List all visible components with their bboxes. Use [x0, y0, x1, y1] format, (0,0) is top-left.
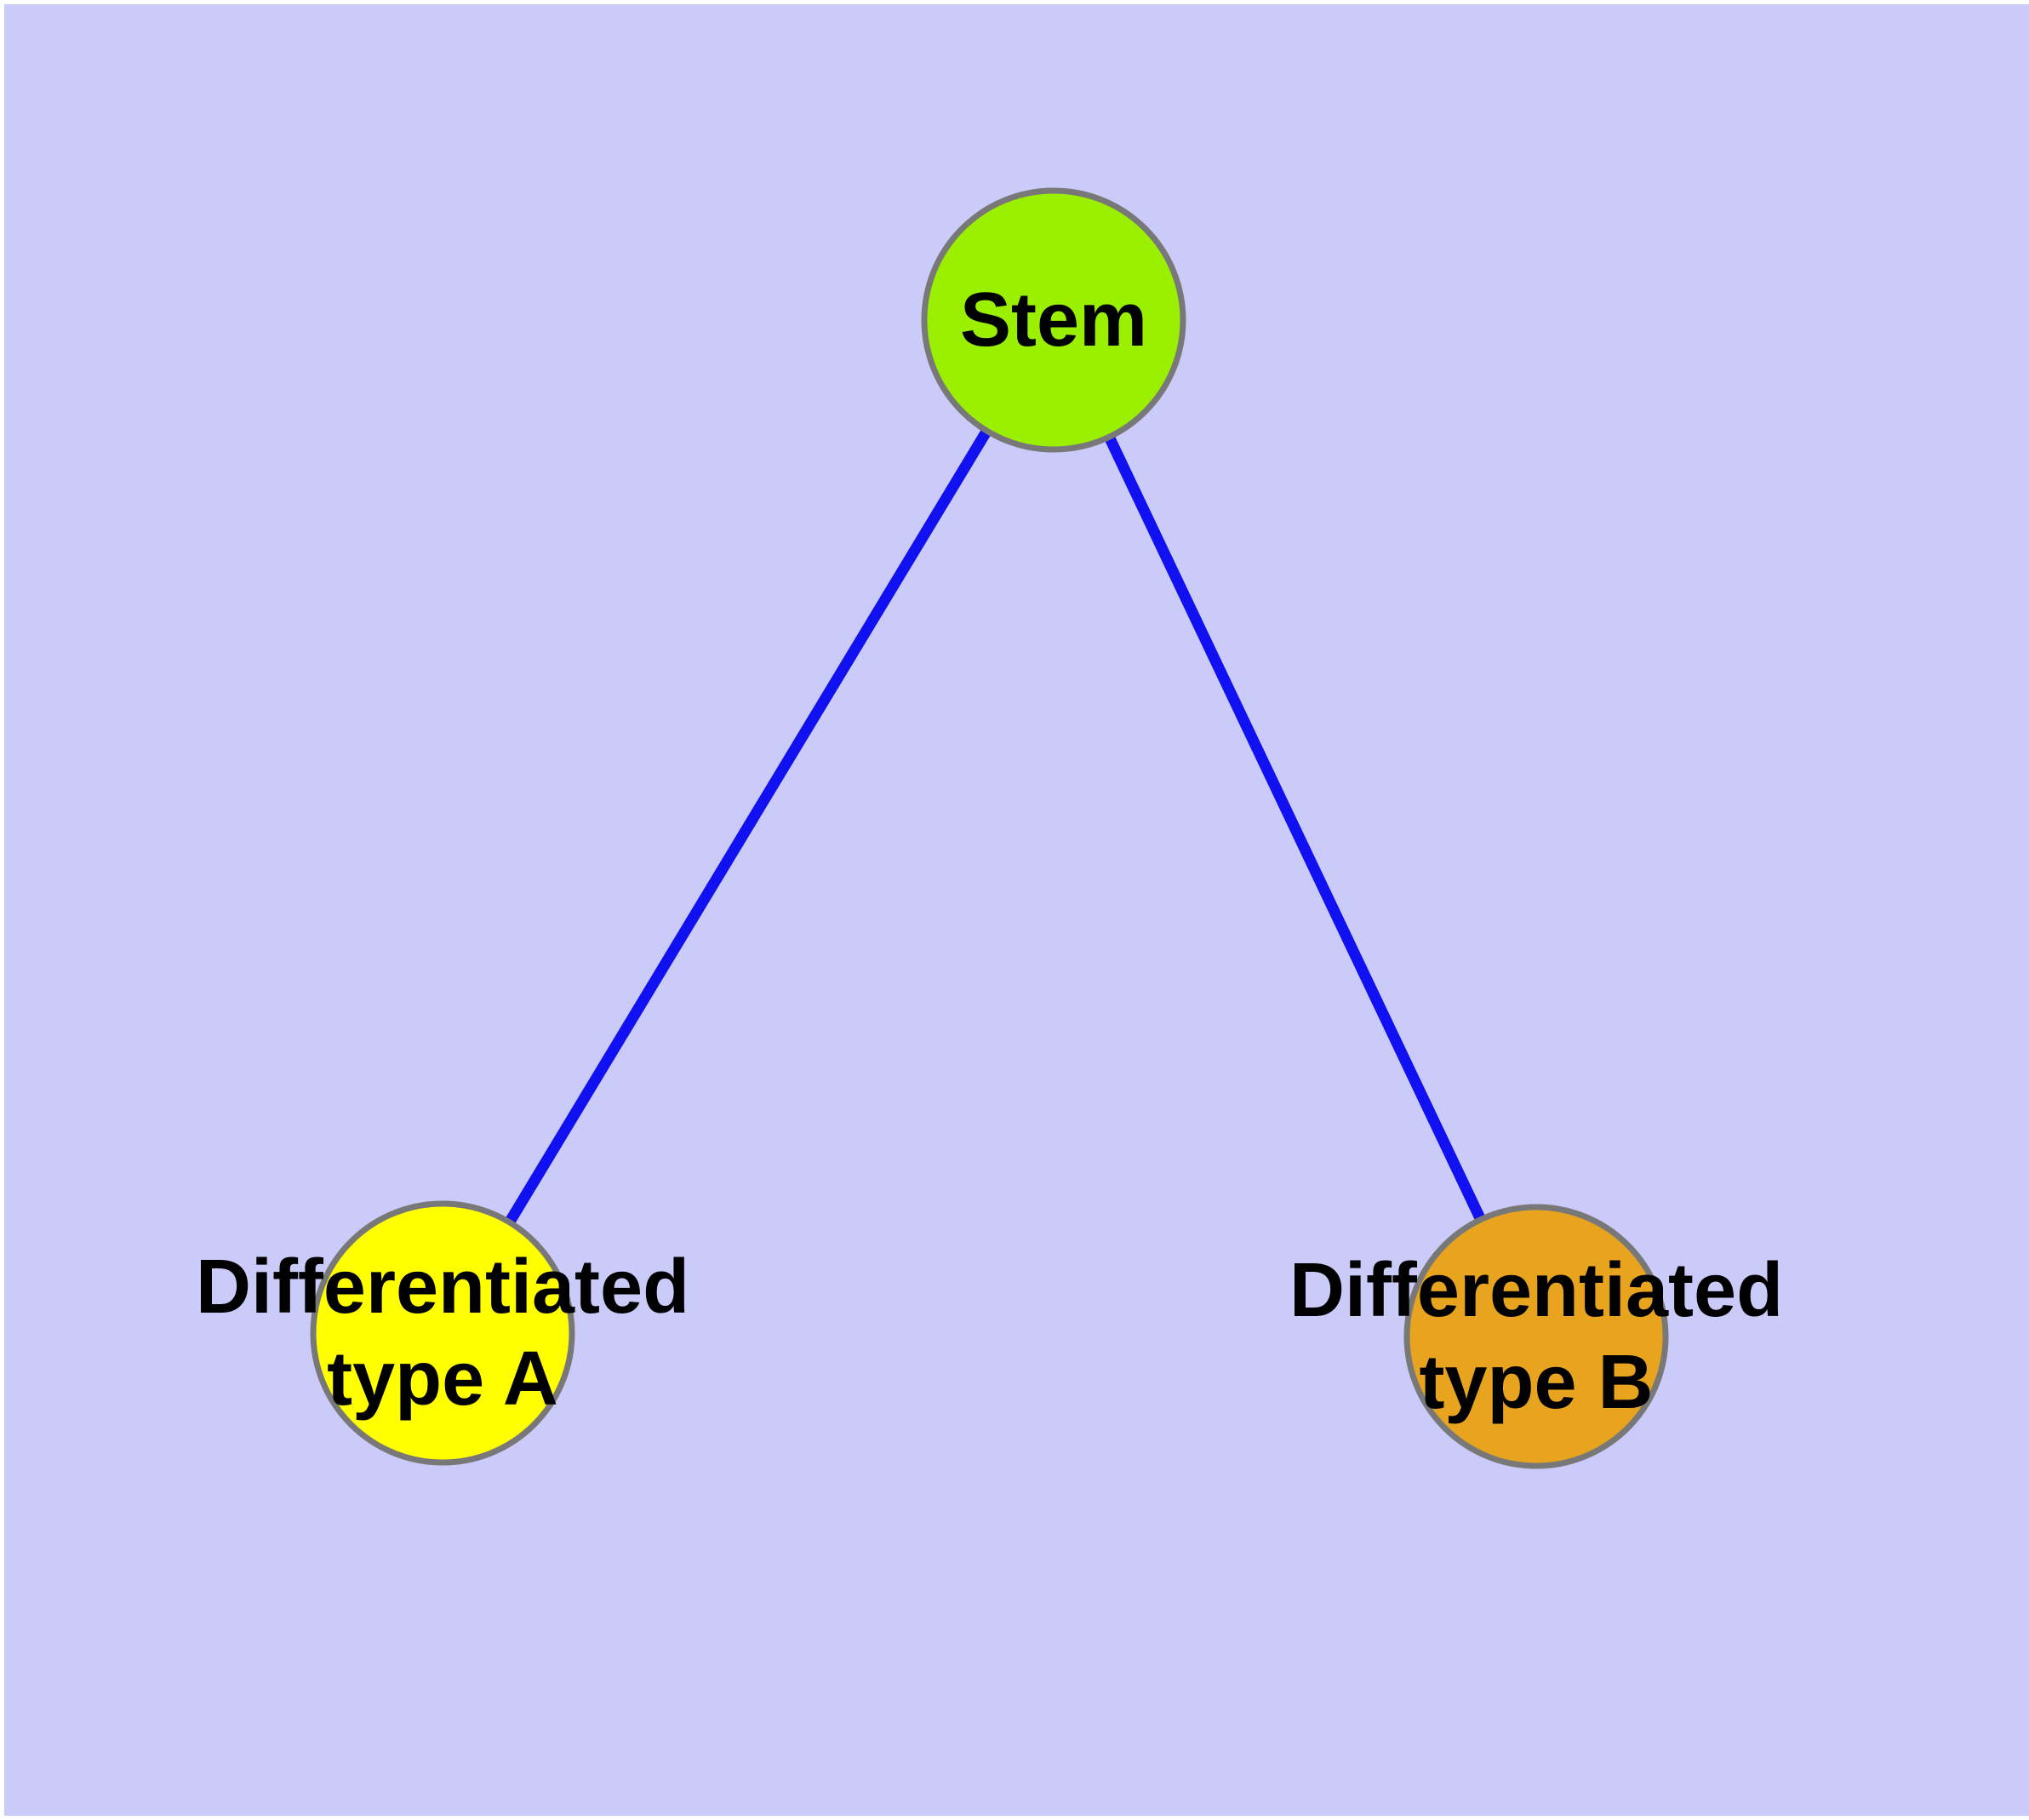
edge-stem-to-type-a — [437, 314, 1060, 1339]
node-type-b-circle — [1403, 1204, 1669, 1469]
node-type-a-circle — [310, 1200, 575, 1466]
node-type-a-label-line1: Differentiated — [195, 1245, 690, 1330]
node-stem-circle — [921, 187, 1186, 453]
node-type-a-label-line2: type A — [327, 1336, 558, 1422]
node-type-b-label-line1: Differentiated — [1289, 1248, 1784, 1333]
node-type-b-label-line2: type B — [1419, 1340, 1654, 1425]
node-type-a-label: Differentiated type A — [196, 1241, 689, 1425]
node-type-b-label: Differentiated type B — [1289, 1245, 1783, 1428]
edge-stem-to-type-b — [1048, 314, 1542, 1342]
node-stem-label: Stem — [959, 278, 1148, 363]
